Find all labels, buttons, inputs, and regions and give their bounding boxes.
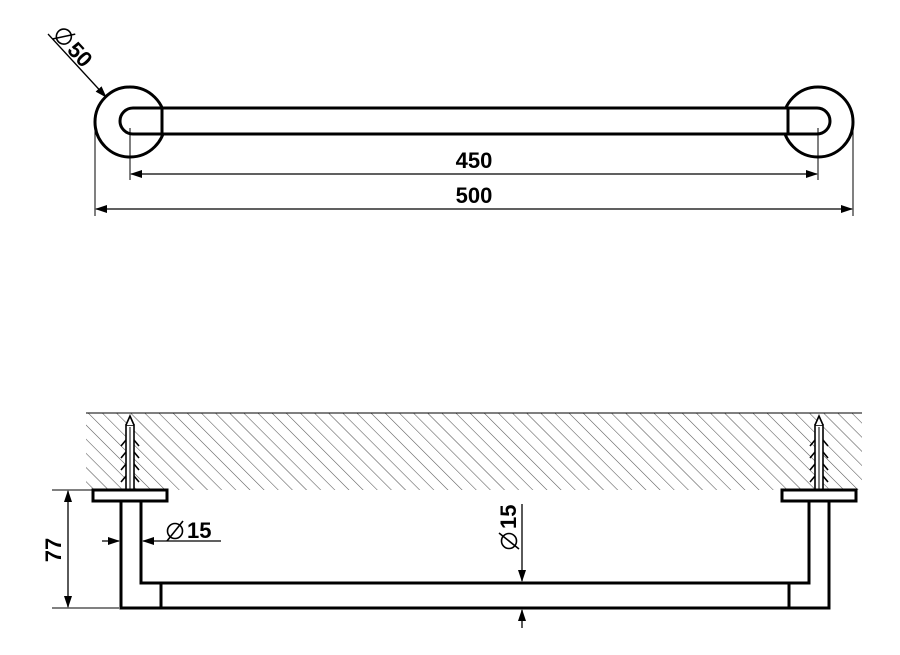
diameter-symbol-icon — [52, 28, 76, 45]
front-view — [52, 412, 862, 628]
diameter-50-annotation: 50 — [52, 28, 98, 72]
diameter-50-leader — [47, 33, 107, 98]
post-diameter-annotation: 15 — [166, 518, 211, 543]
towel-bar-front-inner — [139, 501, 811, 585]
wall-section-hatch — [86, 413, 862, 490]
top-view — [47, 33, 855, 216]
post-diameter-label: 15 — [187, 518, 211, 543]
towel-bar-top — [118, 106, 832, 136]
bar-length-label: 450 — [456, 148, 493, 173]
diameter-symbol-icon — [498, 532, 520, 550]
left-flange — [91, 488, 169, 503]
projection-label: 77 — [41, 538, 66, 562]
bar-diameter-annotation: 15 — [496, 505, 521, 550]
bar-diameter-label: 15 — [496, 505, 521, 529]
diameter-symbol-icon — [166, 520, 184, 542]
overall-length-label: 500 — [456, 183, 493, 208]
towel-bar-front-outer — [119, 501, 831, 610]
right-flange — [780, 488, 858, 503]
